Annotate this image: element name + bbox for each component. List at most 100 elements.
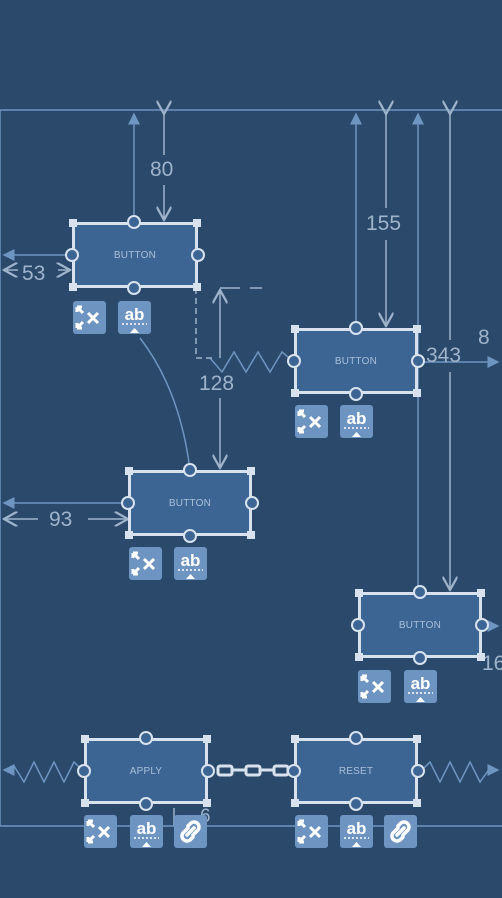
- button3[interactable]: BUTTON: [128, 470, 252, 536]
- reset-widget[interactable]: RESET: [287, 731, 425, 811]
- chain-icon: [180, 820, 201, 843]
- resize-handle[interactable]: [413, 325, 421, 333]
- apply-widget[interactable]: APPLY: [77, 731, 215, 811]
- button2-dimensions: [195, 114, 386, 359]
- resize-handle[interactable]: [355, 653, 363, 661]
- anchor-right[interactable]: [411, 764, 425, 778]
- button3-widget[interactable]: BUTTON: [121, 463, 259, 543]
- baseline-icon: ab: [344, 819, 369, 847]
- resize-handle[interactable]: [203, 799, 211, 807]
- anchor-right[interactable]: [475, 618, 489, 632]
- anchor-left[interactable]: [351, 618, 365, 632]
- resize-handle[interactable]: [291, 389, 299, 397]
- apply-button[interactable]: APPLY: [84, 738, 208, 804]
- resize-handle[interactable]: [125, 467, 133, 475]
- resize-handle[interactable]: [81, 799, 89, 807]
- anchor-top[interactable]: [349, 321, 363, 335]
- dimension-label-53: 53: [22, 262, 46, 285]
- resize-handle[interactable]: [355, 589, 363, 597]
- anchor-bottom[interactable]: [349, 387, 363, 401]
- resize-handle[interactable]: [125, 531, 133, 539]
- anchor-left[interactable]: [287, 764, 301, 778]
- anchor-right[interactable]: [201, 764, 215, 778]
- clear-constraints-button[interactable]: [295, 815, 328, 848]
- anchor-right[interactable]: [411, 354, 425, 368]
- button4-constraints: [412, 112, 500, 632]
- button1[interactable]: BUTTON: [72, 222, 198, 288]
- anchor-bottom[interactable]: [183, 529, 197, 543]
- resize-handle[interactable]: [291, 799, 299, 807]
- anchor-bottom[interactable]: [139, 797, 153, 811]
- resize-handle[interactable]: [193, 283, 201, 291]
- resize-handle[interactable]: [81, 735, 89, 743]
- resize-handle[interactable]: [413, 799, 421, 807]
- button2-constraints: [209, 112, 500, 374]
- button1-constraints: [2, 112, 191, 471]
- resize-handle[interactable]: [413, 389, 421, 397]
- anchor-right[interactable]: [245, 496, 259, 510]
- anchor-bottom[interactable]: [127, 281, 141, 295]
- resize-handle[interactable]: [69, 219, 77, 227]
- anchor-bottom[interactable]: [413, 651, 427, 665]
- bottom-chain-constraints: [2, 760, 500, 784]
- baseline-button[interactable]: ab: [340, 405, 373, 438]
- button1-widget[interactable]: BUTTON: [65, 215, 205, 295]
- resize-handle[interactable]: [291, 735, 299, 743]
- clear-constraints-button[interactable]: [129, 547, 162, 580]
- baseline-button[interactable]: ab: [404, 670, 437, 703]
- parent-bounds: [0, 109, 502, 827]
- button2-widget[interactable]: BUTTON: [287, 321, 425, 401]
- anchor-left[interactable]: [121, 496, 135, 510]
- anchor-top[interactable]: [183, 463, 197, 477]
- anchor-top[interactable]: [349, 731, 363, 745]
- anchor-top[interactable]: [413, 585, 427, 599]
- baseline-button[interactable]: ab: [130, 815, 163, 848]
- clear-constraints-button[interactable]: [358, 670, 391, 703]
- resize-handle[interactable]: [477, 589, 485, 597]
- reset-button[interactable]: RESET: [294, 738, 418, 804]
- button3-label: BUTTON: [168, 497, 212, 509]
- clear-constraints-icon: [297, 819, 322, 844]
- anchor-right[interactable]: [191, 248, 205, 262]
- dimension-label-343: 343: [426, 344, 462, 367]
- dimension-label-8: 8: [478, 326, 490, 349]
- button4-widget[interactable]: BUTTON: [351, 585, 489, 665]
- resize-handle[interactable]: [247, 531, 255, 539]
- resize-handle[interactable]: [193, 219, 201, 227]
- baseline-button[interactable]: ab: [174, 547, 207, 580]
- baseline-icon: ab: [408, 674, 433, 702]
- anchor-top[interactable]: [127, 215, 141, 229]
- svg-text:ab: ab: [181, 551, 201, 570]
- chain-button[interactable]: [384, 815, 417, 848]
- baseline-icon: ab: [134, 819, 159, 847]
- clear-constraints-button[interactable]: [73, 301, 106, 334]
- button4[interactable]: BUTTON: [358, 592, 482, 658]
- chain-button[interactable]: [174, 815, 207, 848]
- baseline-button[interactable]: ab: [340, 815, 373, 848]
- clear-constraints-button[interactable]: [295, 405, 328, 438]
- resize-handle[interactable]: [291, 325, 299, 333]
- anchor-bottom[interactable]: [349, 797, 363, 811]
- dimension-label-128: 128: [199, 372, 235, 395]
- svg-text:ab: ab: [411, 674, 431, 693]
- resize-handle[interactable]: [69, 283, 77, 291]
- resize-handle[interactable]: [203, 735, 211, 743]
- dimension-label-80: 80: [150, 158, 174, 181]
- anchor-top[interactable]: [139, 731, 153, 745]
- clear-constraints-icon: [75, 305, 100, 330]
- anchor-left[interactable]: [77, 764, 91, 778]
- apply-label: APPLY: [129, 765, 163, 777]
- clear-constraints-button[interactable]: [84, 815, 117, 848]
- clear-constraints-icon: [131, 551, 156, 576]
- resize-handle[interactable]: [247, 467, 255, 475]
- resize-handle[interactable]: [477, 653, 485, 661]
- chain-icon: [390, 820, 411, 843]
- anchor-left[interactable]: [287, 354, 301, 368]
- baseline-button[interactable]: ab: [118, 301, 151, 334]
- svg-text:ab: ab: [347, 819, 367, 838]
- resize-handle[interactable]: [413, 735, 421, 743]
- reset-label: RESET: [338, 765, 374, 777]
- button2[interactable]: BUTTON: [294, 328, 418, 394]
- button4-label: BUTTON: [398, 619, 442, 631]
- anchor-left[interactable]: [65, 248, 79, 262]
